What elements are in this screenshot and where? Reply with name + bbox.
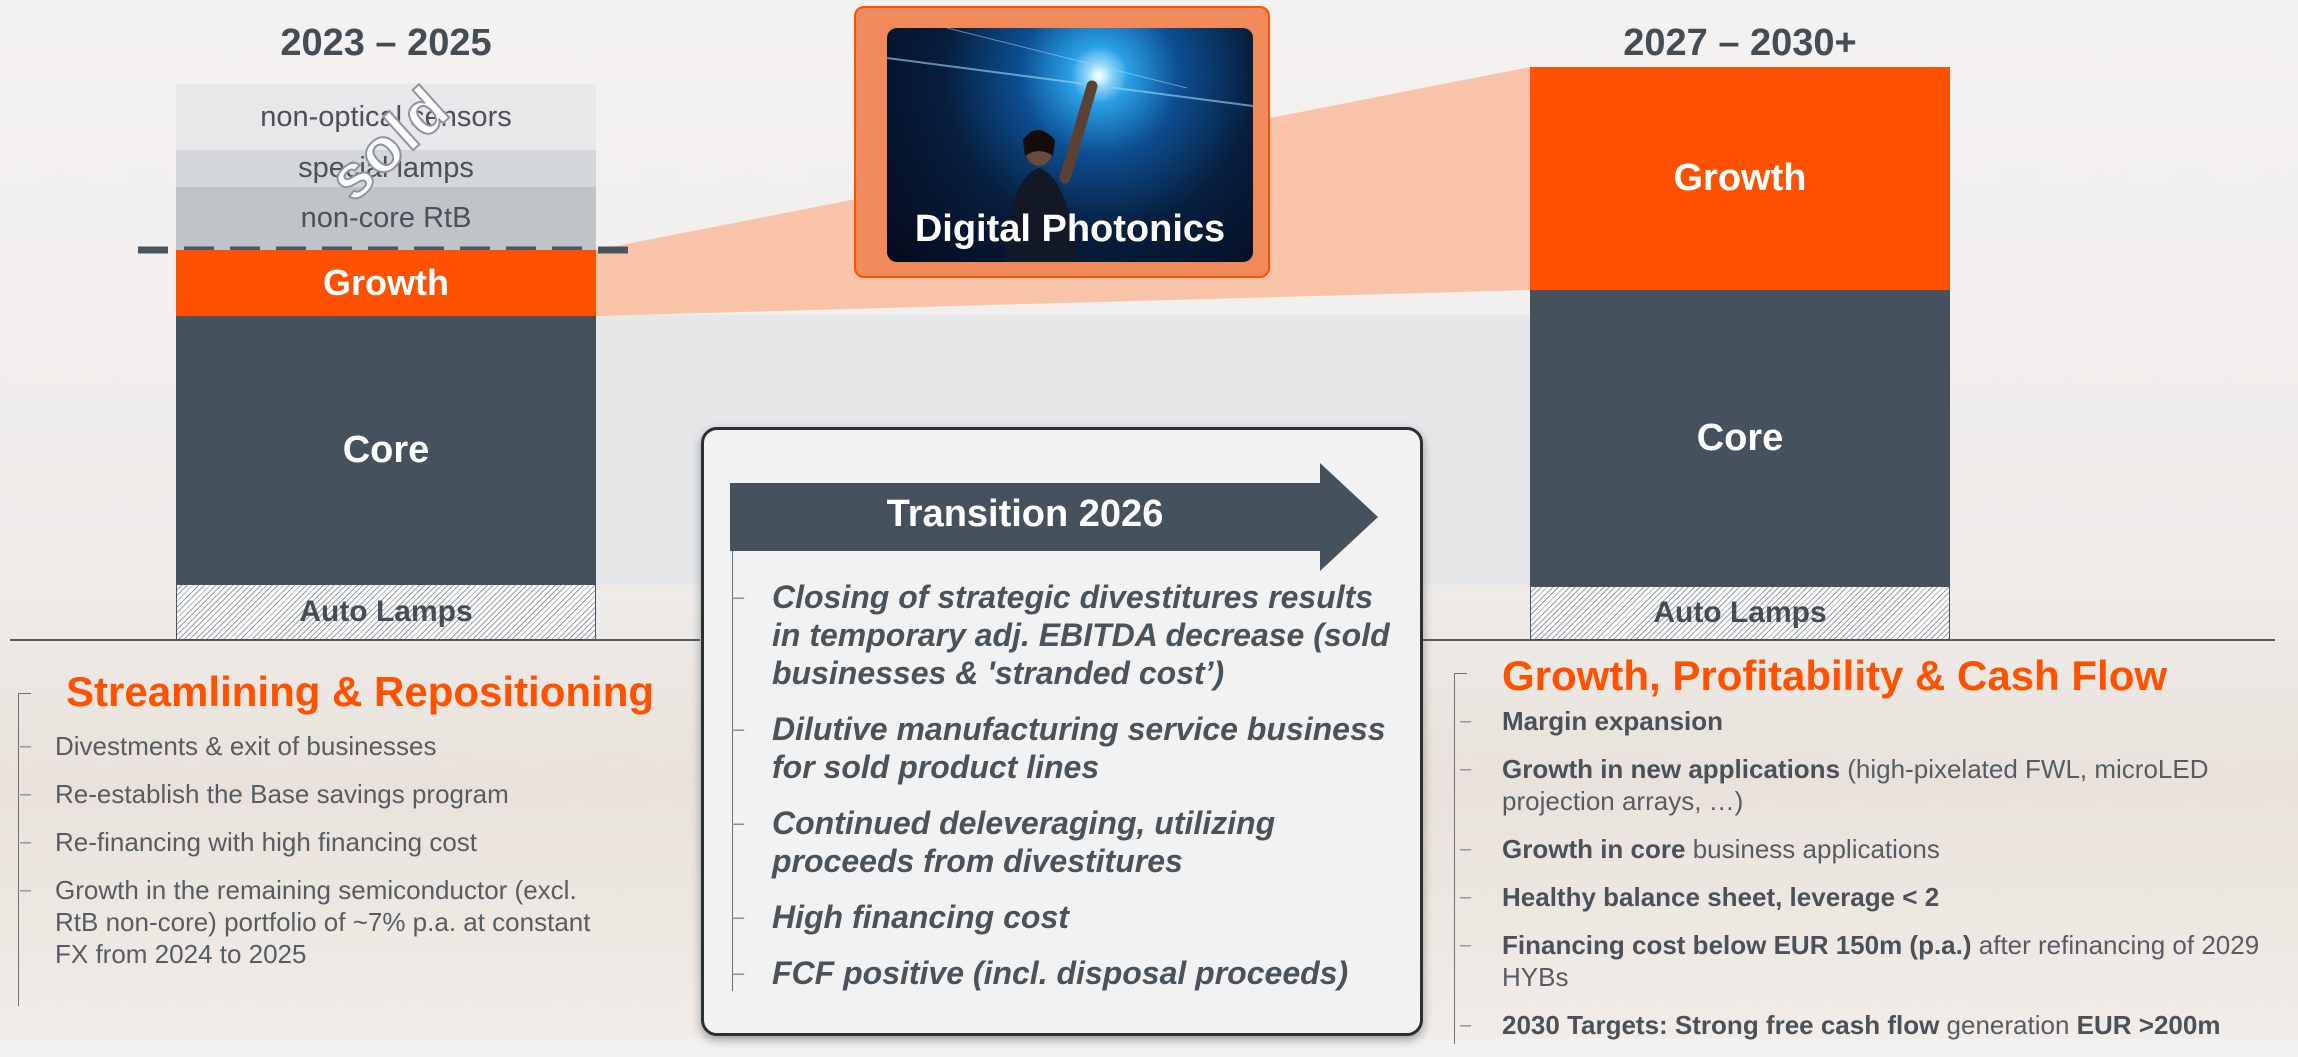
- list-item: Re-financing with high financing cost: [20, 826, 600, 858]
- list-item: Growth in core business applications: [1460, 833, 2280, 865]
- list-item: Re-establish the Base savings program: [20, 778, 600, 810]
- auto-lamps-bar-left: Auto Lamps: [176, 584, 596, 640]
- list-item: High financing cost: [732, 898, 1392, 936]
- list-item: Growth in new applications (high-pixelat…: [1460, 753, 2280, 817]
- core-bar-right: Core: [1530, 290, 1950, 586]
- bracket-left: [18, 693, 31, 1006]
- transition-arrow: [730, 463, 1378, 571]
- list-item: 2030 Targets: Strong free cash flow gene…: [1460, 1009, 2280, 1041]
- sold-item-label: non-core RtB: [300, 202, 472, 234]
- person-illustration: [887, 28, 1253, 262]
- sold-item-label: special lamps: [298, 152, 474, 184]
- bracket-right: [1454, 673, 1467, 1044]
- section-title-right: Growth, Profitability & Cash Flow: [1502, 652, 2168, 699]
- sold-item-label: non-optical sensors: [260, 100, 512, 133]
- sold-band-special-lamps: special lamps: [176, 150, 596, 187]
- list-item: Divestments & exit of businesses: [20, 730, 600, 762]
- auto-lamps-bar-right: Auto Lamps: [1530, 586, 1950, 640]
- sold-band-non-optical-sensors: non-optical sensors: [176, 84, 596, 150]
- list-item: Healthy balance sheet, leverage < 2: [1460, 881, 2280, 913]
- section-title-left: Streamlining & Repositioning: [66, 668, 655, 715]
- list-item: Margin expansion: [1460, 705, 2280, 737]
- list-item: Financing cost below EUR 150m (p.a.) aft…: [1460, 929, 2280, 993]
- period-left: 2023 – 2025: [280, 22, 492, 64]
- core-bar-left: Core: [176, 316, 596, 584]
- photonics-image: [887, 28, 1253, 262]
- digital-photonics-card: Digital Photonics: [854, 6, 1270, 278]
- bullet-list-right: Margin expansion Growth in new applicati…: [1460, 705, 2280, 1057]
- list-item: Continued deleveraging, utilizing procee…: [732, 804, 1392, 880]
- sold-band-non-core-rtb: non-core RtB: [176, 187, 596, 250]
- bullet-list-left: Divestments & exit of businesses Re-esta…: [20, 730, 600, 986]
- transition-title: Transition 2026: [886, 493, 1164, 535]
- photonics-label: Digital Photonics: [914, 208, 1226, 250]
- list-item: Growth in the remaining semiconductor (e…: [20, 874, 600, 970]
- period-right: 2027 – 2030+: [1623, 22, 1857, 64]
- growth-bar-right: Growth: [1530, 67, 1950, 290]
- bullet-list-transition: Closing of strategic divestitures result…: [732, 578, 1392, 1010]
- list-item: Closing of strategic divestitures result…: [732, 578, 1392, 692]
- list-item: FCF positive (incl. disposal proceeds): [732, 954, 1392, 992]
- growth-bar-left: Growth: [176, 250, 596, 316]
- list-item: Dilutive manufacturing service business …: [732, 710, 1392, 786]
